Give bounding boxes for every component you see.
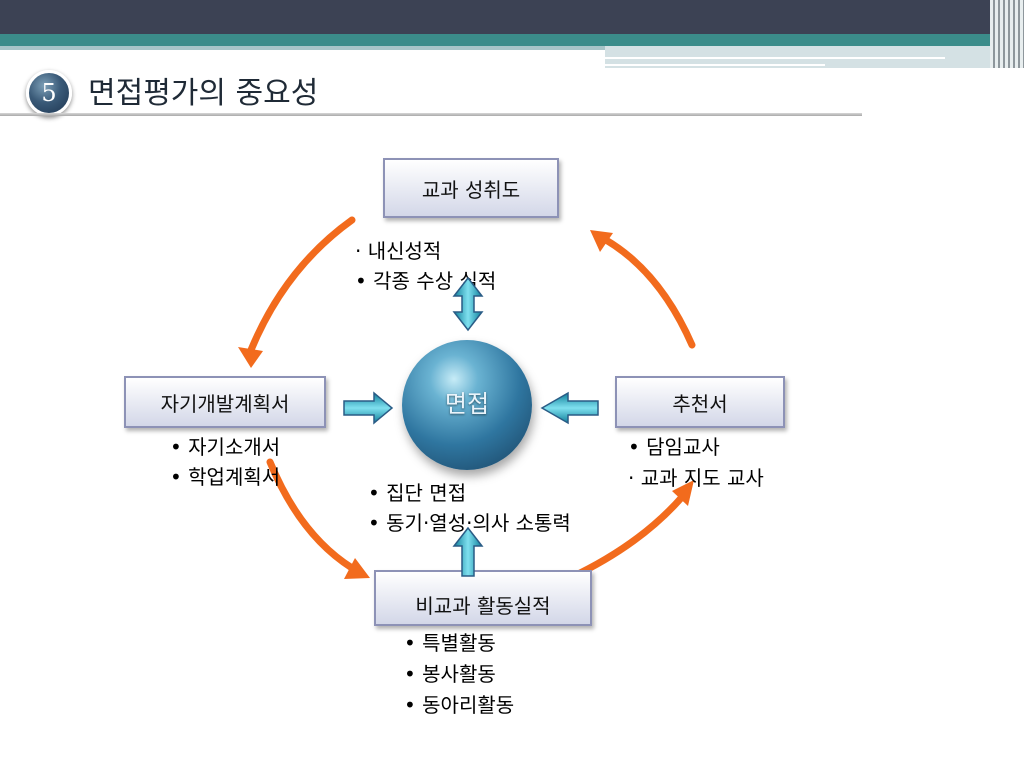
cycle-arrow-left-to-bottom: [266, 458, 356, 572]
arrowhead-left: [238, 347, 263, 368]
list-item: • 학업계획서: [170, 465, 281, 489]
box-label: 자기개발계획서: [160, 391, 290, 416]
list-item: · 내신성적: [355, 239, 442, 263]
list-item: · 교과 지도 교사: [628, 466, 764, 490]
box-extracurricular-record: 비교과 활동실적: [374, 570, 592, 626]
box-academic-achievement: 교과 성취도: [383, 158, 559, 218]
left-item-list: • 자기소개서 • 학업계획서: [170, 432, 280, 492]
box-label: 추천서: [672, 391, 728, 416]
bottom-item-list: • 특별활동 • 봉사활동 • 동아리활동: [404, 628, 514, 721]
box-label: 비교과 활동실적: [415, 594, 551, 618]
arrow-right-to-center: [540, 391, 599, 425]
double-arrow-top: [452, 276, 484, 332]
sphere-label: 면접: [444, 389, 490, 418]
interview-sphere: 면접: [402, 340, 532, 470]
list-item: • 담임교사: [628, 435, 720, 459]
box-self-development-plan: 자기개발계획서: [124, 376, 326, 428]
header-accent-line: [605, 57, 945, 59]
list-item: • 집단 면접: [368, 481, 467, 505]
box-recommendation: 추천서: [615, 376, 785, 428]
slide-number-badge: 5: [26, 70, 72, 116]
arrowhead-top-right: [590, 230, 613, 252]
list-item: • 동아리활동: [404, 693, 515, 717]
header-band-dark: [0, 0, 1024, 34]
header-stripes: [990, 0, 1024, 68]
arrow-bottom-to-center: [452, 526, 484, 577]
list-item: • 자기소개서: [170, 435, 281, 459]
list-item: • 특별활동: [404, 631, 496, 655]
cycle-arrow-right-to-top: [602, 236, 696, 349]
center-note-list: • 집단 면접 • 동기·열성·의사 소통력: [368, 478, 608, 538]
arrow-left-to-center: [343, 391, 394, 425]
cycle-arrow-top-to-left: [247, 216, 356, 354]
box-label: 교과 성취도: [421, 177, 521, 202]
header-band-teal: [0, 34, 1024, 46]
arrowhead-right: [672, 480, 694, 506]
list-item: • 봉사활동: [404, 662, 496, 686]
header-band-light: [0, 46, 605, 50]
right-item-list: • 담임교사 · 교과 지도 교사: [628, 432, 768, 494]
title-underline: [0, 113, 862, 116]
page-title: 면접평가의 중요성: [88, 76, 319, 111]
header-accent-line: [605, 64, 825, 66]
arrowhead-bottom-left: [344, 558, 370, 579]
